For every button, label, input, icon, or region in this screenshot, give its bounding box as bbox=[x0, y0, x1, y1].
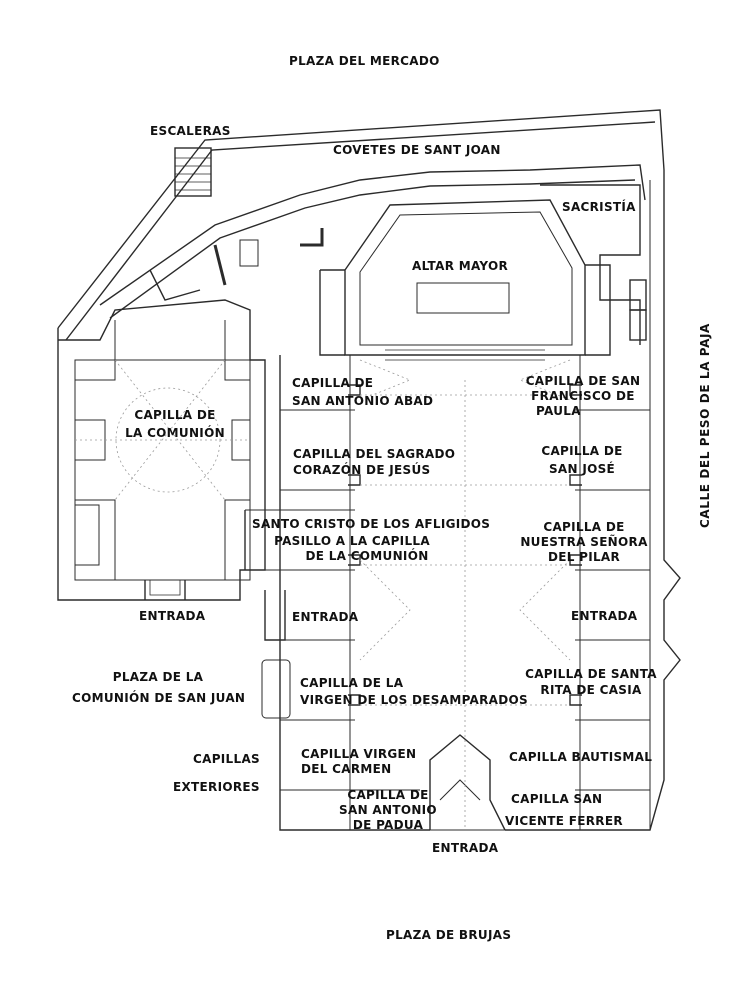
label-vicente-ferrer: CAPILLA SAN VICENTE FERRER bbox=[505, 792, 623, 829]
label-santa-rita-2: RITA DE CASIA bbox=[540, 683, 642, 697]
label-san-jose-2: SAN JOSÉ bbox=[548, 462, 616, 476]
label-capillas: CAPILLAS bbox=[193, 752, 260, 766]
label-santa-rita: CAPILLA DE SANTA RITA DE CASIA bbox=[522, 667, 660, 698]
street-north: PLAZA DEL MERCADO bbox=[289, 54, 440, 68]
label-san-jose-1: CAPILLA DE bbox=[541, 444, 623, 458]
label-entrada-nave-left: ENTRADA bbox=[292, 610, 359, 624]
label-pilar-1: CAPILLA DE bbox=[543, 520, 625, 534]
label-san-francisco-2: FRANCISCO DE bbox=[531, 389, 635, 403]
label-san-antonio-abad: CAPILLA DE SAN ANTONIO ABAD bbox=[292, 376, 433, 409]
east-wall bbox=[505, 170, 681, 831]
north-boundary-wall bbox=[57, 109, 665, 329]
label-capilla-comunion: CAPILLA DE LA COMUNIÓN bbox=[120, 408, 230, 441]
label-santa-rita-1: CAPILLA DE SANTA bbox=[525, 667, 657, 681]
label-covetes: COVETES DE SANT JOAN bbox=[333, 143, 501, 157]
label-sagrado-corazon-1: CAPILLA DEL SAGRADO bbox=[293, 447, 456, 461]
label-entrada-south: ENTRADA bbox=[432, 841, 499, 855]
label-pasillo-1: PASILLO A LA CAPILLA bbox=[274, 534, 430, 548]
label-entrada-nave-right: ENTRADA bbox=[571, 609, 638, 623]
altar-apse bbox=[344, 199, 586, 356]
comunion-chapel-wall bbox=[57, 299, 266, 601]
label-san-antonio-padua: CAPILLA DE SAN ANTONIO DE PADUA bbox=[338, 788, 438, 833]
label-desamparados-2: VIRGEN DE LOS DESAMPARADOS bbox=[300, 693, 528, 707]
label-desamparados-1: CAPILLA DE LA bbox=[300, 676, 404, 690]
label-entrada-west: ENTRADA bbox=[139, 609, 206, 623]
label-vicente-ferrer-1: CAPILLA SAN bbox=[511, 792, 603, 806]
label-pilar-3: DEL PILAR bbox=[547, 550, 621, 564]
label-capilla-comunion-2: LA COMUNIÓN bbox=[125, 426, 225, 440]
label-virgen-carmen: CAPILLA VIRGEN DEL CARMEN bbox=[301, 747, 416, 777]
label-san-francisco: CAPILLA DE SAN FRANCISCO DE PAULA bbox=[524, 374, 642, 419]
label-san-francisco-1: CAPILLA DE SAN bbox=[525, 374, 641, 388]
label-san-antonio-padua-3: DE PADUA bbox=[352, 818, 424, 832]
stairs bbox=[174, 147, 212, 197]
label-exteriores: EXTERIORES bbox=[173, 780, 260, 794]
label-santo-cristo: SANTO CRISTO DE LOS AFLIGIDOS bbox=[252, 517, 491, 531]
street-west-line1: PLAZA DE LA bbox=[112, 670, 204, 684]
label-pasillo-2: DE LA COMUNIÓN bbox=[305, 549, 429, 563]
label-pilar: CAPILLA DE NUESTRA SEÑORA DEL PILAR bbox=[520, 520, 648, 565]
label-sacristia: SACRISTÍA bbox=[562, 200, 636, 214]
street-south: PLAZA DE BRUJAS bbox=[386, 928, 512, 942]
label-escaleras: ESCALERAS bbox=[150, 124, 231, 138]
label-vicente-ferrer-2: VICENTE FERRER bbox=[505, 814, 623, 828]
label-san-antonio-padua-1: CAPILLA DE bbox=[347, 788, 429, 802]
label-sagrado-corazon: CAPILLA DEL SAGRADO CORAZÓN DE JESÚS bbox=[293, 447, 455, 478]
street-west-line2: COMUNIÓN DE SAN JUAN bbox=[72, 691, 246, 705]
label-sagrado-corazon-2: CORAZÓN DE JESÚS bbox=[293, 463, 431, 477]
label-san-jose: CAPILLA DE SAN JOSÉ bbox=[538, 444, 626, 477]
label-san-antonio-padua-2: SAN ANTONIO bbox=[339, 803, 437, 817]
label-bautismal: CAPILLA BAUTISMAL bbox=[509, 750, 653, 764]
label-altar-mayor: ALTAR MAYOR bbox=[412, 259, 508, 273]
label-desamparados: CAPILLA DE LA VIRGEN DE LOS DESAMPARADOS bbox=[300, 676, 528, 708]
label-san-francisco-3: PAULA bbox=[536, 404, 581, 418]
label-capilla-comunion-1: CAPILLA DE bbox=[134, 408, 216, 422]
label-san-antonio-abad-2: SAN ANTONIO ABAD bbox=[292, 394, 434, 408]
label-virgen-carmen-2: DEL CARMEN bbox=[301, 762, 392, 776]
label-pilar-2: NUESTRA SEÑORA bbox=[520, 535, 648, 549]
street-east: CALLE DEL PESO DE LA PAJA bbox=[698, 323, 712, 528]
label-virgen-carmen-1: CAPILLA VIRGEN bbox=[301, 747, 417, 761]
label-pasillo: PASILLO A LA CAPILLA DE LA COMUNIÓN bbox=[262, 534, 442, 564]
label-san-antonio-abad-1: CAPILLA DE bbox=[292, 376, 374, 390]
street-west: PLAZA DE LA COMUNIÓN DE SAN JUAN bbox=[72, 670, 246, 706]
